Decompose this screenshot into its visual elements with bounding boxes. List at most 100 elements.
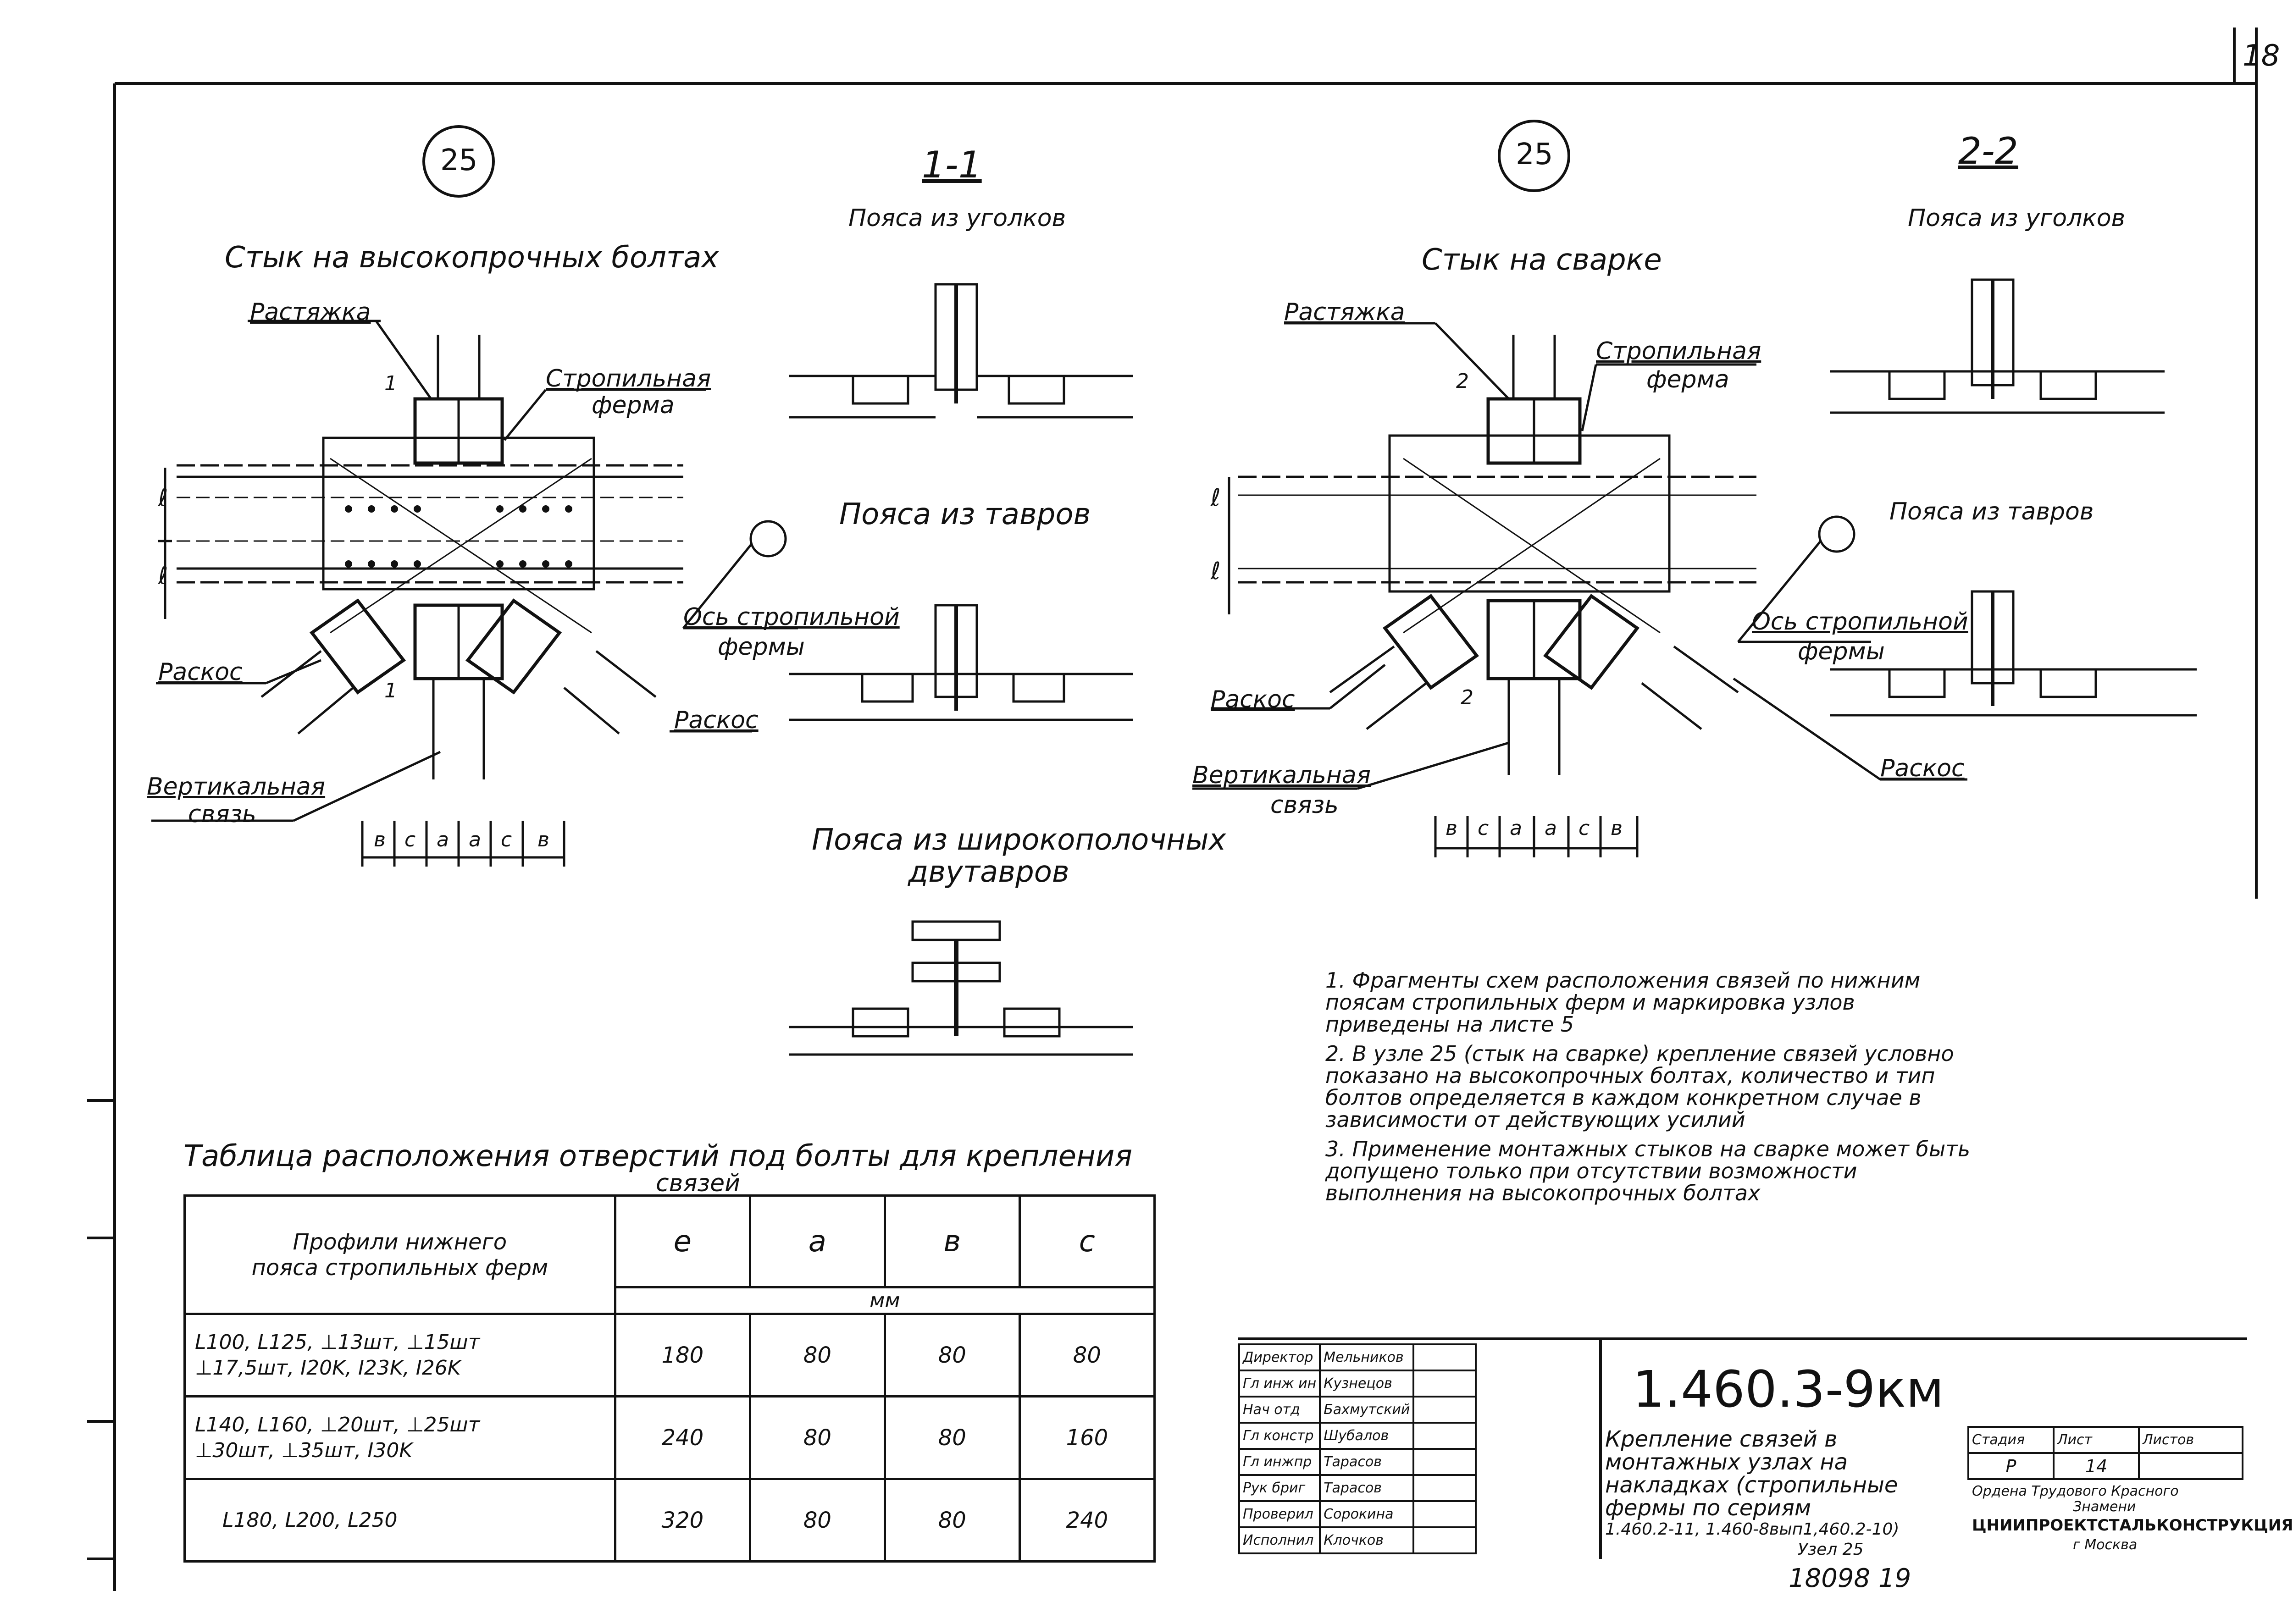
table-cell-c: 160: [1018, 1395, 1156, 1480]
bottom-number: 18098 19: [1789, 1563, 1911, 1593]
left-label-raskos-left: Раскос: [158, 658, 243, 686]
table-header-b: в: [883, 1194, 1021, 1288]
table-cell-b: 80: [883, 1395, 1021, 1480]
section-1-1-title: 1-1: [922, 144, 982, 186]
section-1-1-sub-wide-1: Пояса из широкополочных: [812, 823, 1226, 857]
left-dim-b-2: в: [537, 828, 549, 851]
note-line: допущено только при отсутствии возможнос…: [1325, 1159, 1857, 1183]
left-label-svyaz: связь: [188, 801, 256, 828]
table-cell-c: 240: [1018, 1478, 1156, 1563]
left-dim-c-2: с: [501, 828, 512, 851]
right-label-raskos-right: Раскос: [1880, 755, 1965, 782]
left-dim-l-1: ℓ: [158, 484, 168, 512]
left-label-stropilnaya: Стропильная: [546, 365, 711, 392]
org-line-1: Ордена Трудового Красного: [1972, 1483, 2179, 1499]
left-dim-b-1: в: [374, 828, 386, 851]
section-1-1-drawings: [789, 283, 1133, 1056]
note-line: показано на высокопрочных болтах, количе…: [1325, 1063, 1935, 1088]
left-bolts: [345, 505, 572, 568]
stamp-role: Гл инжпр: [1238, 1448, 1321, 1476]
table-row: L100, L125, ⊥13шт, ⊥15шт ⊥17,5шт, I20K, …: [183, 1313, 1156, 1398]
note-line: 2. В узле 25 (стык на сварке) крепление …: [1325, 1041, 1954, 1066]
stage-value: Р: [1967, 1452, 2055, 1480]
sheets-label: Листов: [2138, 1426, 2243, 1454]
sheet-number: 18: [2243, 39, 2280, 73]
right-label-svyaz: связь: [1270, 791, 1339, 819]
left-label-axis-2: фермы: [718, 633, 805, 661]
table-cell-profile: L100, L125, ⊥13шт, ⊥15шт ⊥17,5шт, I20K, …: [183, 1313, 616, 1398]
stamp-role: Нач отд: [1238, 1396, 1321, 1424]
right-label-stropilnaya: Стропильная: [1596, 337, 1761, 365]
left-label-ferma: ферма: [592, 392, 675, 419]
table-cell-profile: L140, L160, ⊥20шт, ⊥25шт ⊥30шт, ⊥35шт, I…: [183, 1395, 616, 1480]
left-node-title: Стык на высокопрочных болтах: [225, 241, 719, 275]
table-row: L140, L160, ⊥20шт, ⊥25шт ⊥30шт, ⊥35шт, I…: [183, 1395, 1156, 1480]
right-label-axis-2: фермы: [1798, 638, 1885, 665]
table-cell-c: 80: [1018, 1313, 1156, 1398]
left-dim-a-2: а: [469, 828, 481, 851]
table-row: L180, L200, L250 320 80 80 240: [183, 1478, 1156, 1563]
sheet-value: 14: [2053, 1452, 2140, 1480]
left-cut-mark-bottom: 1: [384, 679, 397, 702]
right-label-vertikalnaya: Вертикальная: [1192, 762, 1371, 789]
table-cell-a: 80: [748, 1395, 886, 1480]
right-label-raskos-left: Раскос: [1211, 686, 1295, 713]
stamp-name: Сорокина: [1319, 1500, 1415, 1528]
table-cell-a: 80: [748, 1313, 886, 1398]
right-node-number: 25: [1516, 138, 1553, 171]
section-2-2-sub-angles: Пояса из уголков: [1908, 204, 2126, 232]
right-dim-b-1: в: [1446, 817, 1457, 840]
bolt-holes-table: Профили нижнего пояса стропильных ферм е…: [183, 1194, 1156, 1563]
left-node-number: 25: [440, 144, 478, 177]
stamp-role: Гл констр: [1238, 1422, 1321, 1450]
left-dim-c-1: с: [404, 828, 416, 851]
right-label-rastyazhka: Растяжка: [1284, 298, 1405, 326]
stamp-frame: [1238, 1337, 2247, 1559]
org-line-2: Знамени: [2073, 1499, 2136, 1515]
section-2-2-drawings: [1830, 278, 2197, 717]
right-cut-mark-top: 2: [1456, 370, 1469, 393]
stamp-title-line: Крепление связей в: [1605, 1426, 1838, 1452]
note-line: поясам стропильных ферм и маркировка узл…: [1325, 990, 1855, 1015]
table-title: Таблица расположения отверстий под болты…: [183, 1139, 1132, 1173]
right-dim-c-2: с: [1579, 817, 1590, 840]
stamp-role: Директор: [1238, 1343, 1321, 1371]
stamp-node: Узел 25: [1798, 1540, 1864, 1559]
right-dim-c-1: с: [1478, 817, 1489, 840]
note-line: 3. Применение монтажных стыков на сварке…: [1325, 1137, 1971, 1161]
right-dim-l-2: ℓ: [1211, 558, 1221, 585]
stage-label: Стадия: [1967, 1426, 2055, 1454]
stamp-name: Шубалов: [1319, 1422, 1415, 1450]
table-header-a: а: [748, 1194, 886, 1288]
stamp-role: Рук бриг: [1238, 1474, 1321, 1502]
left-label-vertikalnaya: Вертикальная: [147, 773, 326, 801]
stamp-name: Мельников: [1319, 1343, 1415, 1371]
table-header-c: с: [1018, 1194, 1156, 1288]
note-line: болтов определяется в каждом конкретном …: [1325, 1085, 1922, 1110]
table-cell-b: 80: [883, 1313, 1021, 1398]
section-1-1-sub-wide-2: двутавров: [908, 855, 1069, 889]
stamp-title-line: фермы по сериям: [1605, 1495, 1811, 1521]
sheet-label: Лист: [2053, 1426, 2140, 1454]
org-line-4: г Москва: [2073, 1537, 2138, 1553]
table-cell-profile: L180, L200, L250: [183, 1478, 616, 1563]
right-label-ferma: ферма: [1646, 366, 1729, 393]
right-label-axis: Ось стропильной: [1752, 608, 1968, 635]
stamp-title-line: монтажных узлах на: [1605, 1449, 1848, 1475]
stamp-name: Бахмутский: [1319, 1396, 1415, 1424]
left-dim-a-1: а: [437, 828, 449, 851]
table-cell-b: 80: [883, 1478, 1021, 1563]
table-header-e: е: [614, 1194, 751, 1288]
section-2-2-title: 2-2: [1958, 130, 2018, 172]
note-line: 1. Фрагменты схем расположения связей по…: [1325, 968, 1921, 993]
right-node-title: Стык на сварке: [1422, 243, 1662, 277]
note-line: приведены на листе 5: [1325, 1012, 1574, 1037]
section-1-1-sub-tees: Пояса из тавров: [839, 497, 1091, 531]
